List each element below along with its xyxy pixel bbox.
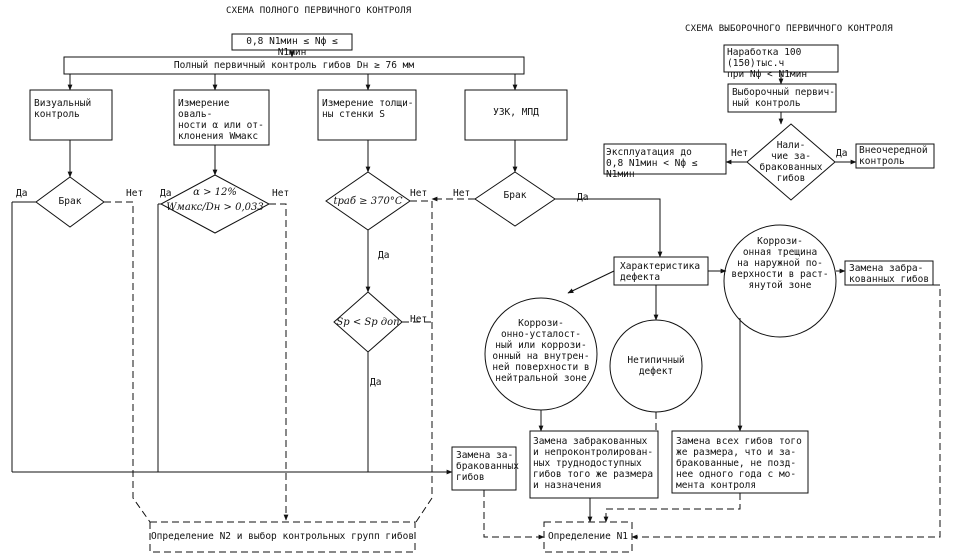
box-ovality: [173, 89, 270, 146]
ovality-cond-1: α > 12%: [193, 187, 237, 198]
replace-rejected-text: Замена за- бракованных гибов: [456, 450, 519, 483]
label-no-s: Нет: [410, 314, 428, 325]
determine-n2-text: Определение N2 и выбор контрольных групп…: [150, 531, 415, 542]
extra-control-text: Внеочередной контроль: [859, 145, 928, 167]
label-no-selective: Нет: [731, 148, 749, 159]
thickness-text: Измерение толщи- ны стенки S: [322, 98, 414, 120]
brak-ultrasonic-text: Брак: [503, 190, 527, 201]
box-determine-n1: [543, 521, 633, 553]
box-extra-control: [855, 143, 935, 169]
diamond-brak-ultrasonic: [474, 171, 556, 227]
circle-corrosion-crack: [723, 224, 837, 338]
replace-uncontrolled-text: Замена забракованных и непроконтролирова…: [533, 436, 654, 491]
replace-rejected-gibs-text: Замена забра- кованных гибов: [849, 263, 930, 285]
label-yes-selective: Да: [836, 148, 848, 159]
condition-text: 0,8 N1мин ≤ Nф ≤ N1мин: [246, 36, 338, 58]
box-full-control: [63, 56, 525, 75]
box-exploitation: [603, 143, 727, 175]
label-yes-s: Да: [370, 377, 382, 388]
question-text: Нали- чие за- бракованных гибов: [759, 140, 823, 184]
ultrasonic-text: УЗК, МПД: [493, 107, 539, 118]
box-replace-rejected-gibs: [844, 260, 934, 286]
diamond-question: [746, 123, 836, 201]
header-selective-scheme: СХЕМА ВЫБОРОЧНОГО ПЕРВИЧНОГО КОНТРОЛЯ: [685, 24, 893, 34]
box-determine-n2: [149, 521, 416, 553]
label-yes-ovality: Да: [160, 188, 172, 199]
box-replace-uncontrolled: [529, 430, 659, 499]
label-no-visual: Нет: [126, 188, 144, 199]
determine-n1-text: Определение N1: [547, 531, 629, 542]
diamond-brak-visual: [35, 176, 105, 228]
label-yes-visual: Да: [16, 188, 28, 199]
diamond-ovality: [159, 174, 271, 234]
selective-control-text: Выборочный первич- ный контроль: [732, 87, 835, 109]
label-no-temperature: Нет: [410, 188, 428, 199]
label-yes-temperature: Да: [378, 250, 390, 261]
atypical-text: Нетипичный дефект: [627, 355, 685, 377]
ovality-cond-2: Wмакс/Dн > 0,033: [166, 202, 264, 213]
corrosion-crack-text: Коррози- онная трещина на наружной по- в…: [731, 236, 829, 291]
box-ultrasonic: [464, 89, 568, 141]
visual-text: Визуальный контроль: [34, 98, 92, 120]
defect-characteristic-text: Характеристика дефекта: [620, 261, 701, 283]
corrosion-fatigue-text: Коррози- онно-усталост- ный или коррози-…: [492, 318, 590, 384]
box-selective-control: [727, 83, 837, 113]
brak-visual-text: Брак: [58, 196, 82, 207]
box-thickness: [317, 89, 417, 141]
operation-text: Наработка 100 (150)тыс.ч при Nф < N1мин: [727, 47, 808, 80]
s-cond: Sр < Sр доп: [336, 317, 400, 328]
ovality-text: Измерение оваль- ности α или от- клонени…: [178, 98, 264, 142]
replace-all-text: Замена всех гибов того же размера, что и…: [676, 436, 802, 491]
label-no-ovality: Нет: [272, 188, 290, 199]
label-no-ultrasonic: Нет: [453, 188, 471, 199]
exploitation-text: Эксплуатация до 0,8 N1мин < Nф ≤ N1мин: [606, 147, 698, 180]
box-visual: [29, 89, 113, 141]
header-full-scheme: СХЕМА ПОЛНОГО ПЕРВИЧНОГО КОНТРОЛЯ: [226, 6, 412, 16]
label-yes-ultrasonic: Да: [577, 192, 589, 203]
full-control-text: Полный первичный контроль гибов Dн ≥ 76 …: [173, 60, 415, 71]
temperature-cond: tраб ≥ 370°C: [333, 196, 403, 207]
